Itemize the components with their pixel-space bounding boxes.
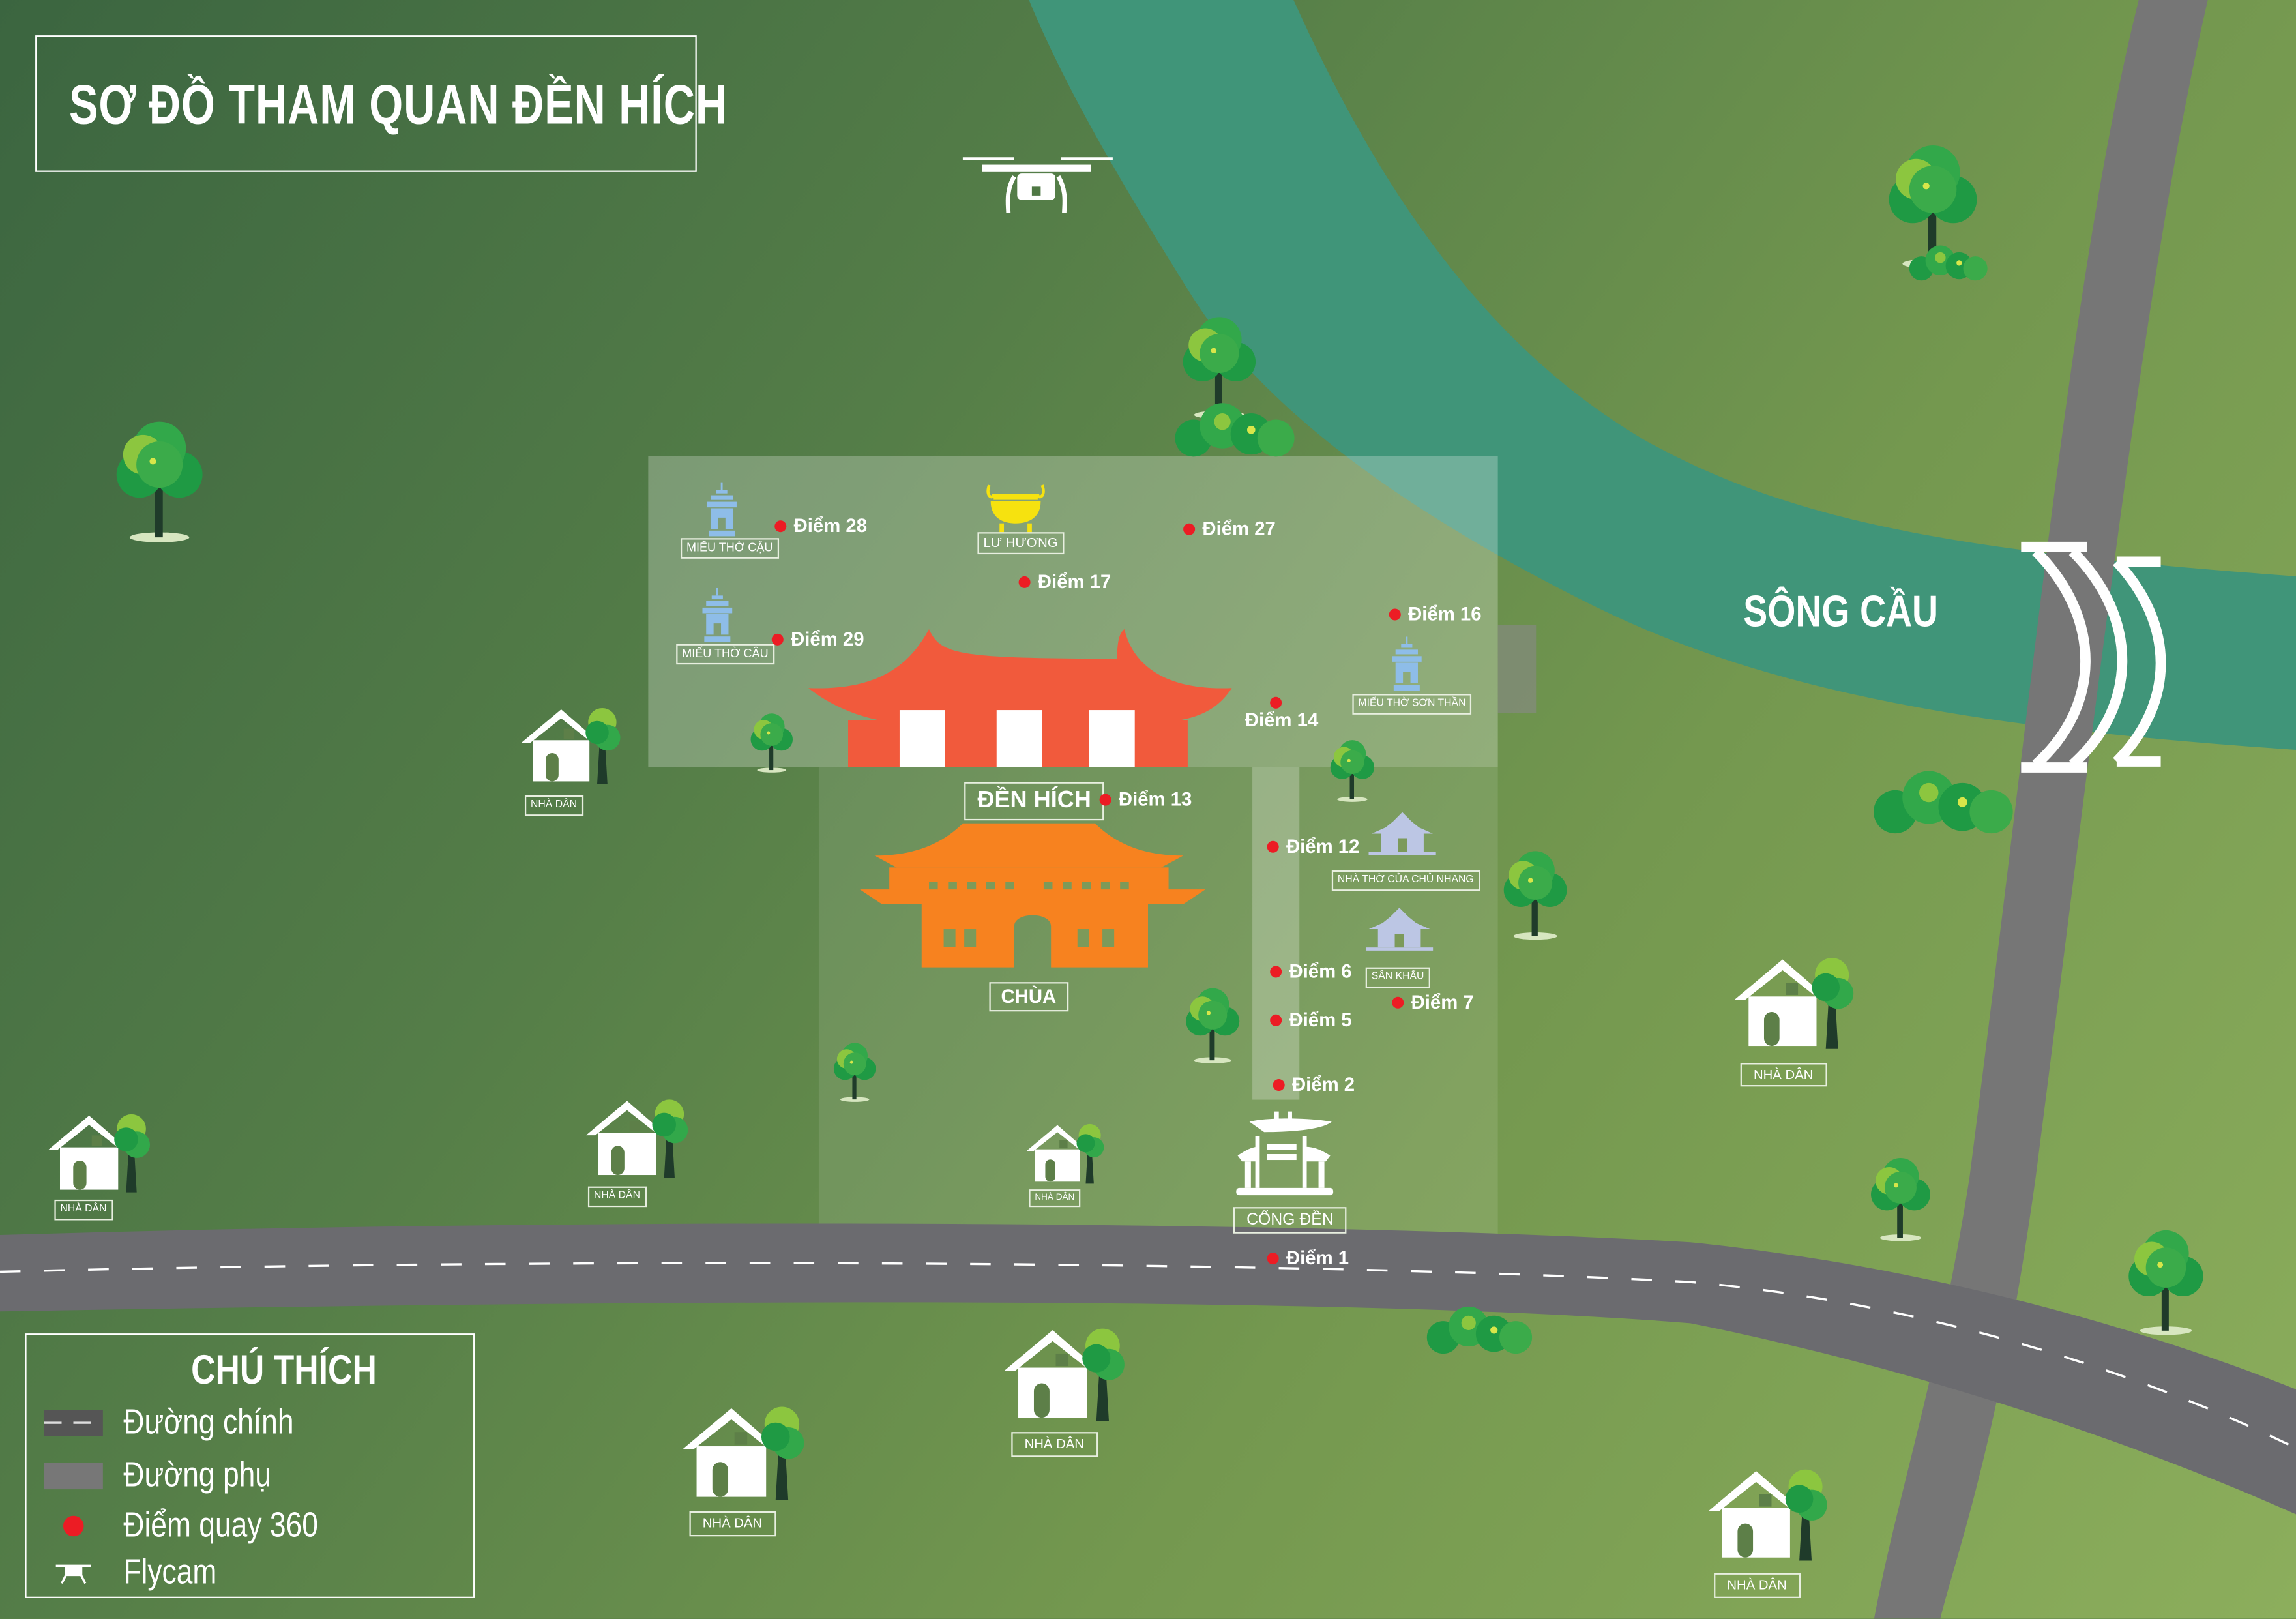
label-nha-dan: NHÀ DÂN xyxy=(1740,1063,1827,1087)
point-6[interactable]: Điểm 6 xyxy=(1270,960,1352,982)
label-nha-dan: NHÀ DÂN xyxy=(689,1511,776,1537)
red-dot-icon xyxy=(771,632,784,645)
red-dot-icon xyxy=(1389,608,1401,620)
label-nha-dan: NHÀ DÂN xyxy=(1011,1432,1098,1457)
point-5[interactable]: Điểm 5 xyxy=(1270,1009,1352,1031)
river-label: SÔNG CẦU xyxy=(1743,587,1939,637)
incense-burner-icon xyxy=(986,484,1045,533)
red-dot-icon xyxy=(1099,793,1111,805)
house-icon xyxy=(1708,1469,1827,1561)
point-28[interactable]: Điểm 28 xyxy=(774,514,867,537)
legend-item-main-road: Đường chính xyxy=(44,1403,331,1444)
point-14[interactable]: Điểm 14 xyxy=(1244,708,1319,731)
tree-icon xyxy=(1871,1157,1930,1241)
label-nha-dan: NHÀ DÂN xyxy=(54,1199,113,1221)
main-road xyxy=(0,1223,2296,1515)
label-nha-dan: NHÀ DÂN xyxy=(1029,1189,1081,1208)
tree-icon xyxy=(2128,1230,2203,1335)
tree-icon xyxy=(116,421,203,542)
map-title: SƠ ĐỒ THAM QUAN ĐỀN HÍCH xyxy=(68,74,728,137)
map-title-box: SƠ ĐỒ THAM QUAN ĐỀN HÍCH xyxy=(35,35,727,172)
point-27[interactable]: Điểm 27 xyxy=(1183,518,1276,540)
label-nha-tho-chu-nhang: NHÀ THỜ CỦA CHỦ NHANG xyxy=(1331,870,1480,891)
label-chua: CHÙA xyxy=(989,982,1068,1012)
point-17[interactable]: Điểm 17 xyxy=(1018,571,1111,593)
red-dot-icon xyxy=(774,520,787,532)
chua-building xyxy=(860,823,1205,968)
tree-icon xyxy=(1503,851,1567,940)
red-dot-icon xyxy=(1392,996,1404,1008)
house-icon xyxy=(1004,1328,1125,1421)
side-road-swatch-icon xyxy=(44,1463,103,1490)
legend-title: CHÚ THÍCH xyxy=(191,1346,377,1393)
red-dot-icon xyxy=(1270,965,1282,977)
house-icon xyxy=(521,707,621,784)
bush-icon xyxy=(1909,245,1988,281)
house-icon xyxy=(682,1406,804,1500)
label-mieu-tho-son-than: MIẾU THỜ SƠN THẦN xyxy=(1352,694,1472,715)
bush-icon xyxy=(1175,403,1295,457)
red-dot-icon xyxy=(1267,1251,1279,1264)
inner-path xyxy=(1252,767,1300,1100)
flycam-drone-icon xyxy=(962,157,1113,214)
river xyxy=(1029,0,2296,750)
red-dot-icon xyxy=(44,1515,103,1537)
road-center-line xyxy=(0,1262,2296,1449)
label-nha-dan: NHÀ DÂN xyxy=(1714,1573,1801,1598)
label-cong-den: CỔNG ĐỀN xyxy=(1233,1207,1347,1234)
bridge xyxy=(2021,541,2166,773)
house-icon xyxy=(1735,958,1854,1049)
drone-icon xyxy=(55,1564,91,1584)
label-san-khau: SÂN KHẤU xyxy=(1365,967,1430,988)
house-icon xyxy=(48,1114,150,1193)
point-16[interactable]: Điểm 16 xyxy=(1389,602,1482,625)
label-mieu-tho-cau-1: MIẾU THỜ CẬU xyxy=(680,538,779,559)
point-1[interactable]: Điểm 1 xyxy=(1267,1247,1349,1269)
main-road-swatch-icon xyxy=(44,1410,103,1436)
den-hich-building xyxy=(808,629,1232,768)
bush-icon xyxy=(1874,771,2013,834)
red-dot-icon xyxy=(1183,522,1196,535)
point-12[interactable]: Điểm 12 xyxy=(1267,835,1359,857)
label-nha-dan: NHÀ DÂN xyxy=(587,1186,647,1208)
label-mieu-tho-cau-2: MIẾU THỜ CẬU xyxy=(676,644,774,665)
bush-icon xyxy=(1426,1306,1533,1354)
red-dot-icon xyxy=(1273,1078,1285,1090)
legend-item-360-point: Điểm quay 360 xyxy=(44,1506,361,1547)
legend-item-side-road: Đường phụ xyxy=(44,1455,304,1496)
cong-den-gate-icon xyxy=(1236,1111,1334,1196)
point-13[interactable]: Điểm 13 xyxy=(1099,788,1192,810)
legend-item-flycam: Flycam xyxy=(44,1552,237,1594)
red-dot-icon xyxy=(1270,1013,1282,1026)
point-29[interactable]: Điểm 29 xyxy=(771,628,864,650)
label-lu-huong: LƯ HƯƠNG xyxy=(977,532,1064,555)
point-14-dot[interactable] xyxy=(1270,696,1282,709)
house-icon xyxy=(585,1099,688,1178)
point-7[interactable]: Điểm 7 xyxy=(1392,991,1474,1013)
red-dot-icon xyxy=(1018,575,1031,587)
point-2[interactable]: Điểm 2 xyxy=(1273,1073,1355,1095)
label-den-hich: ĐỀN HÍCH xyxy=(964,782,1105,821)
side-road xyxy=(1874,0,2208,1619)
red-dot-icon xyxy=(1267,840,1279,852)
label-nha-dan: NHÀ DÂN xyxy=(524,795,583,816)
legend: CHÚ THÍCH Đường chính Đường phụ Điểm qua… xyxy=(25,1333,475,1598)
